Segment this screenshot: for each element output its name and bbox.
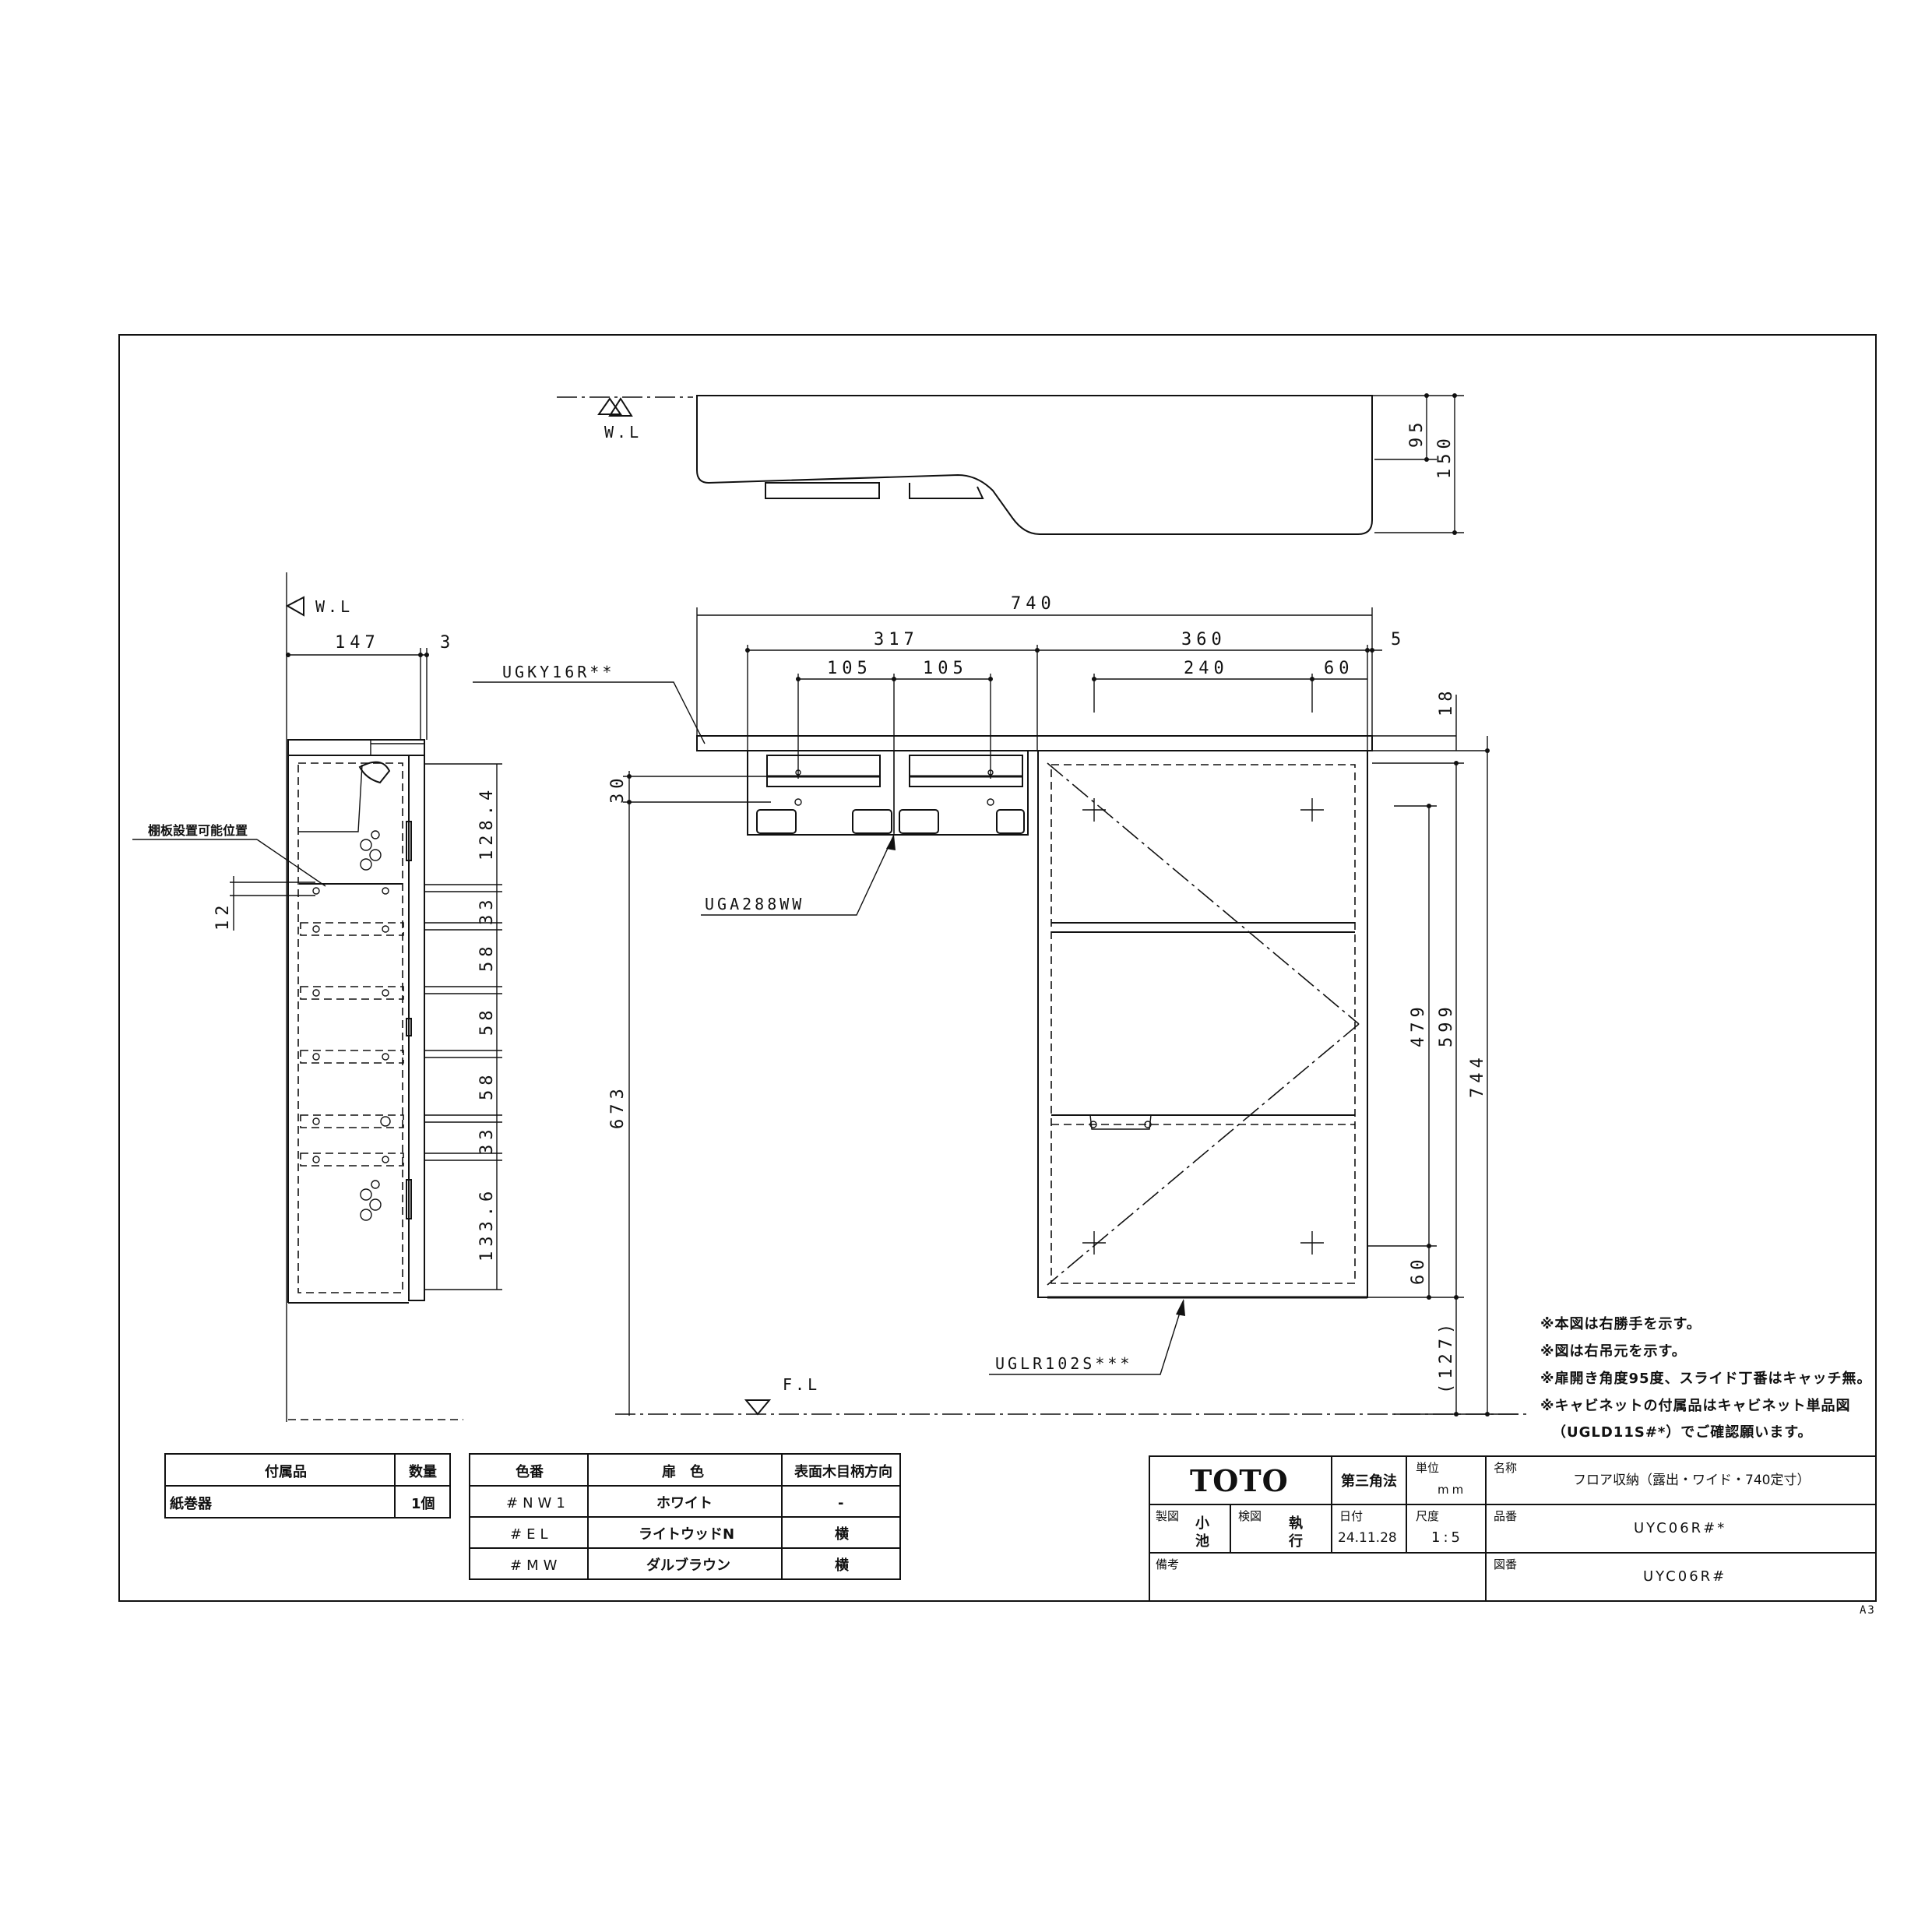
product-name: フロア収納（露出・ワイド・740定寸） [1573,1473,1810,1488]
accessory-header-qty: 数量 [409,1463,437,1480]
dim-133-6: 133.6 [477,1187,497,1262]
dim-150: 150 [1435,434,1455,479]
wl-triangle-top [597,397,622,415]
accessory-row-item: 紙巻器 [170,1495,213,1512]
dim-60-bottom: 60 [1409,1255,1428,1286]
dim-128-4: 128.4 [477,786,497,860]
checked-name-2: 行 [1288,1533,1303,1550]
scale-value: 1:5 [1431,1529,1463,1546]
note-2: ※図は右吊元を示す。 [1540,1343,1687,1360]
drawing-no-label: 図番 [1494,1557,1517,1571]
holder-part-label: UGA288WW [705,895,804,913]
cabinet [1037,750,1368,1299]
unit-value: mm [1438,1483,1466,1497]
dim-360: 360 [1181,630,1226,649]
dim-744: 744 [1468,1053,1487,1098]
accessory-header-item: 付属品 [265,1463,307,1480]
top-view: W.L 95 150 [557,393,1464,535]
dim-317: 317 [874,630,919,649]
dim-105-b: 105 [923,659,968,678]
dim-240: 240 [1184,659,1229,678]
fl-label: F.L [783,1375,820,1394]
note-4: ※キャビネットの付属品はキャビネット単品図 [1540,1397,1851,1414]
side-view: W.L 147 3 [132,572,502,1422]
date-value: 24.11.28 [1338,1530,1397,1546]
dim-58-c: 58 [477,1071,497,1101]
dim-105-a: 105 [827,659,872,678]
wl-label-side: W.L [315,597,353,616]
color-row-3-grain: 横 [835,1557,850,1574]
shelf-position-label: 棚板設置可能位置 [148,823,248,838]
dim-740: 740 [1011,594,1056,614]
color-row-2-grain: 横 [835,1526,850,1543]
color-row-1-code: #NW1 [506,1495,570,1511]
color-row-1-grain: - [838,1495,843,1511]
date-label: 日付 [1339,1509,1363,1523]
note-1: ※本図は右勝手を示す。 [1540,1315,1701,1332]
sheet-size: A3 [1860,1604,1876,1617]
dim-127: (127) [1437,1319,1456,1394]
note-5: （UGLD11S#*）でご確認願います。 [1552,1423,1813,1441]
projection-method: 第三角法 [1341,1473,1397,1490]
checked-name-1: 執 [1289,1515,1303,1532]
accessory-row-qty: 1個 [411,1496,435,1512]
dim-95: 95 [1407,418,1427,449]
wl-label-top: W.L [604,423,642,442]
dim-33-b: 33 [477,1125,497,1156]
dim-3: 3 [440,633,455,653]
dim-58-a: 58 [477,942,497,973]
dim-12: 12 [213,901,233,931]
remarks-label: 備考 [1156,1557,1179,1571]
scale-label: 尺度 [1416,1509,1439,1523]
accessory-table: 付属品 数量 紙巻器 1個 [164,1453,451,1519]
paper-holder [747,750,1029,836]
dim-479: 479 [1409,1002,1428,1047]
unit-label: 単位 [1416,1461,1439,1475]
color-row-3-door: ダルブラウン [646,1557,730,1574]
shelf-board [696,735,1373,751]
color-header-grain: 表面木目柄方向 [794,1463,892,1480]
dim-5: 5 [1391,630,1406,649]
dim-147: 147 [335,633,380,653]
name-label: 名称 [1494,1461,1517,1475]
dim-58-b: 58 [477,1006,497,1036]
dim-18: 18 [1437,687,1456,717]
product-number: UYC06R#* [1634,1520,1726,1536]
title-block: TOTO 第三角法 単位 mm 名称 フロア収納（露出・ワイド・740定寸） 製… [1149,1455,1877,1602]
drawn-name-1: 小 [1195,1515,1209,1532]
drawn-name-2: 池 [1195,1533,1209,1550]
note-3: ※扉開き角度95度、スライド丁番はキャッチ無。 [1540,1370,1872,1387]
front-view: 740 317 360 5 105 105 240 60 18 UGKY16R*… [473,594,1526,1416]
dim-673: 673 [608,1084,628,1129]
color-header-door: 扉 色 [662,1463,704,1480]
dim-599: 599 [1437,1002,1456,1047]
basin-outline [696,395,1373,535]
dim-33-a: 33 [477,896,497,926]
dim-60-top: 60 [1324,659,1354,678]
drawing-number: UYC06R# [1643,1568,1726,1585]
shelf-part-label: UGKY16R** [502,663,614,681]
toto-logo: TOTO [1190,1463,1289,1498]
color-table: 色番 扉 色 表面木目柄方向 #NW1 ホワイト - #EL ライトウッドN 横… [469,1453,901,1580]
color-row-2-door: ライトウッドN [639,1526,734,1543]
color-row-3-code: #MW [510,1557,561,1574]
color-header-code: 色番 [516,1463,544,1480]
color-row-2-code: #EL [510,1526,552,1543]
sheet-border [118,334,1877,1602]
color-row-1-door: ホワイト [656,1495,713,1511]
product-label: 品番 [1494,1509,1517,1523]
checked-label: 検図 [1238,1509,1262,1523]
notes: ※本図は右勝手を示す。 ※図は右吊元を示す。 ※扉開き角度95度、スライド丁番は… [1540,1315,1872,1441]
drawn-label: 製図 [1156,1509,1179,1523]
dim-30: 30 [608,774,628,804]
cabinet-part-label: UGLR102S*** [995,1354,1132,1373]
